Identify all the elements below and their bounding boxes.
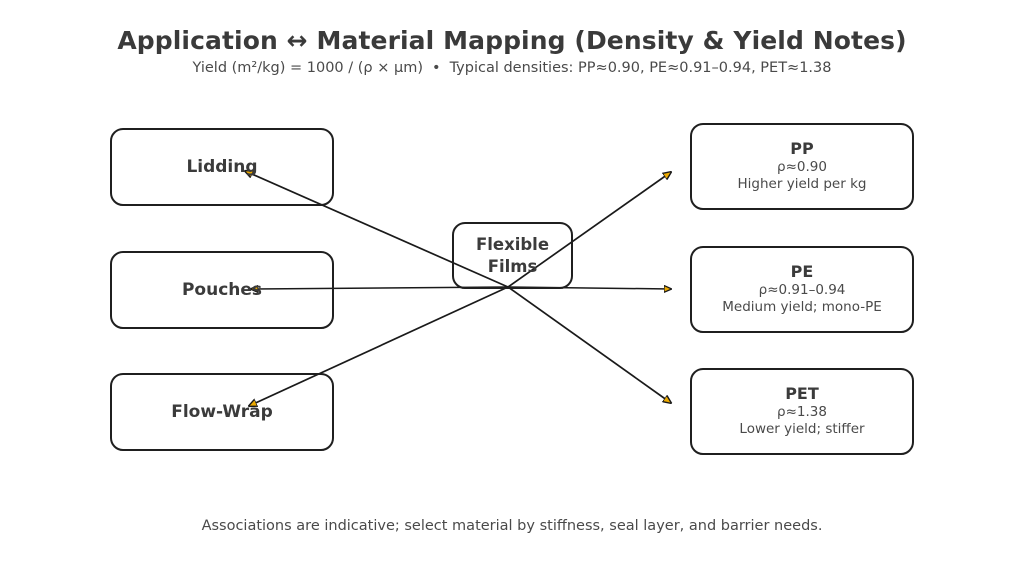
material-name: PE	[790, 262, 814, 282]
node-material-pet[interactable]: PET ρ≈1.38 Lower yield; stiffer	[690, 368, 914, 455]
material-note: Higher yield per kg	[737, 176, 867, 193]
material-note: Lower yield; stiffer	[739, 421, 865, 438]
node-label: Pouches	[181, 279, 263, 300]
material-note: Medium yield; mono-PE	[722, 299, 882, 316]
material-density: ρ≈1.38	[777, 403, 827, 420]
footer-note: Associations are indicative; select mate…	[201, 518, 823, 534]
node-hub-flexible-films[interactable]: Flexible Films	[452, 222, 573, 289]
page-subtitle: Yield (m²/kg) = 1000 / (ρ × μm) • Typical …	[0, 60, 1024, 76]
subtitle-densities: Typical densities: PP≈0.90, PE≈0.91–0.94…	[449, 60, 832, 76]
material-name: PP	[790, 139, 814, 159]
edge-hub-to-pet	[507, 286, 671, 403]
node-label-line-2: Films	[487, 256, 538, 276]
node-application-lidding[interactable]: Lidding	[110, 128, 334, 206]
page-title: Application ↔ Material Mapping (Density …	[117, 26, 907, 55]
node-material-pp[interactable]: PP ρ≈0.90 Higher yield per kg	[690, 123, 914, 210]
node-label: Lidding	[186, 156, 258, 177]
material-name: PET	[785, 384, 819, 404]
node-application-flow-wrap[interactable]: Flow-Wrap	[110, 373, 334, 451]
material-density: ρ≈0.90	[777, 158, 827, 175]
node-label: Flow-Wrap	[171, 401, 273, 422]
node-material-pe[interactable]: PE ρ≈0.91–0.94 Medium yield; mono-PE	[690, 246, 914, 333]
node-application-pouches[interactable]: Pouches	[110, 251, 334, 329]
subtitle-separator-bullet: •	[432, 60, 441, 76]
node-label-line-1: Flexible	[475, 235, 550, 255]
material-density: ρ≈0.91–0.94	[758, 281, 846, 298]
subtitle-formula: Yield (m²/kg) = 1000 / (ρ × μm)	[192, 60, 423, 76]
